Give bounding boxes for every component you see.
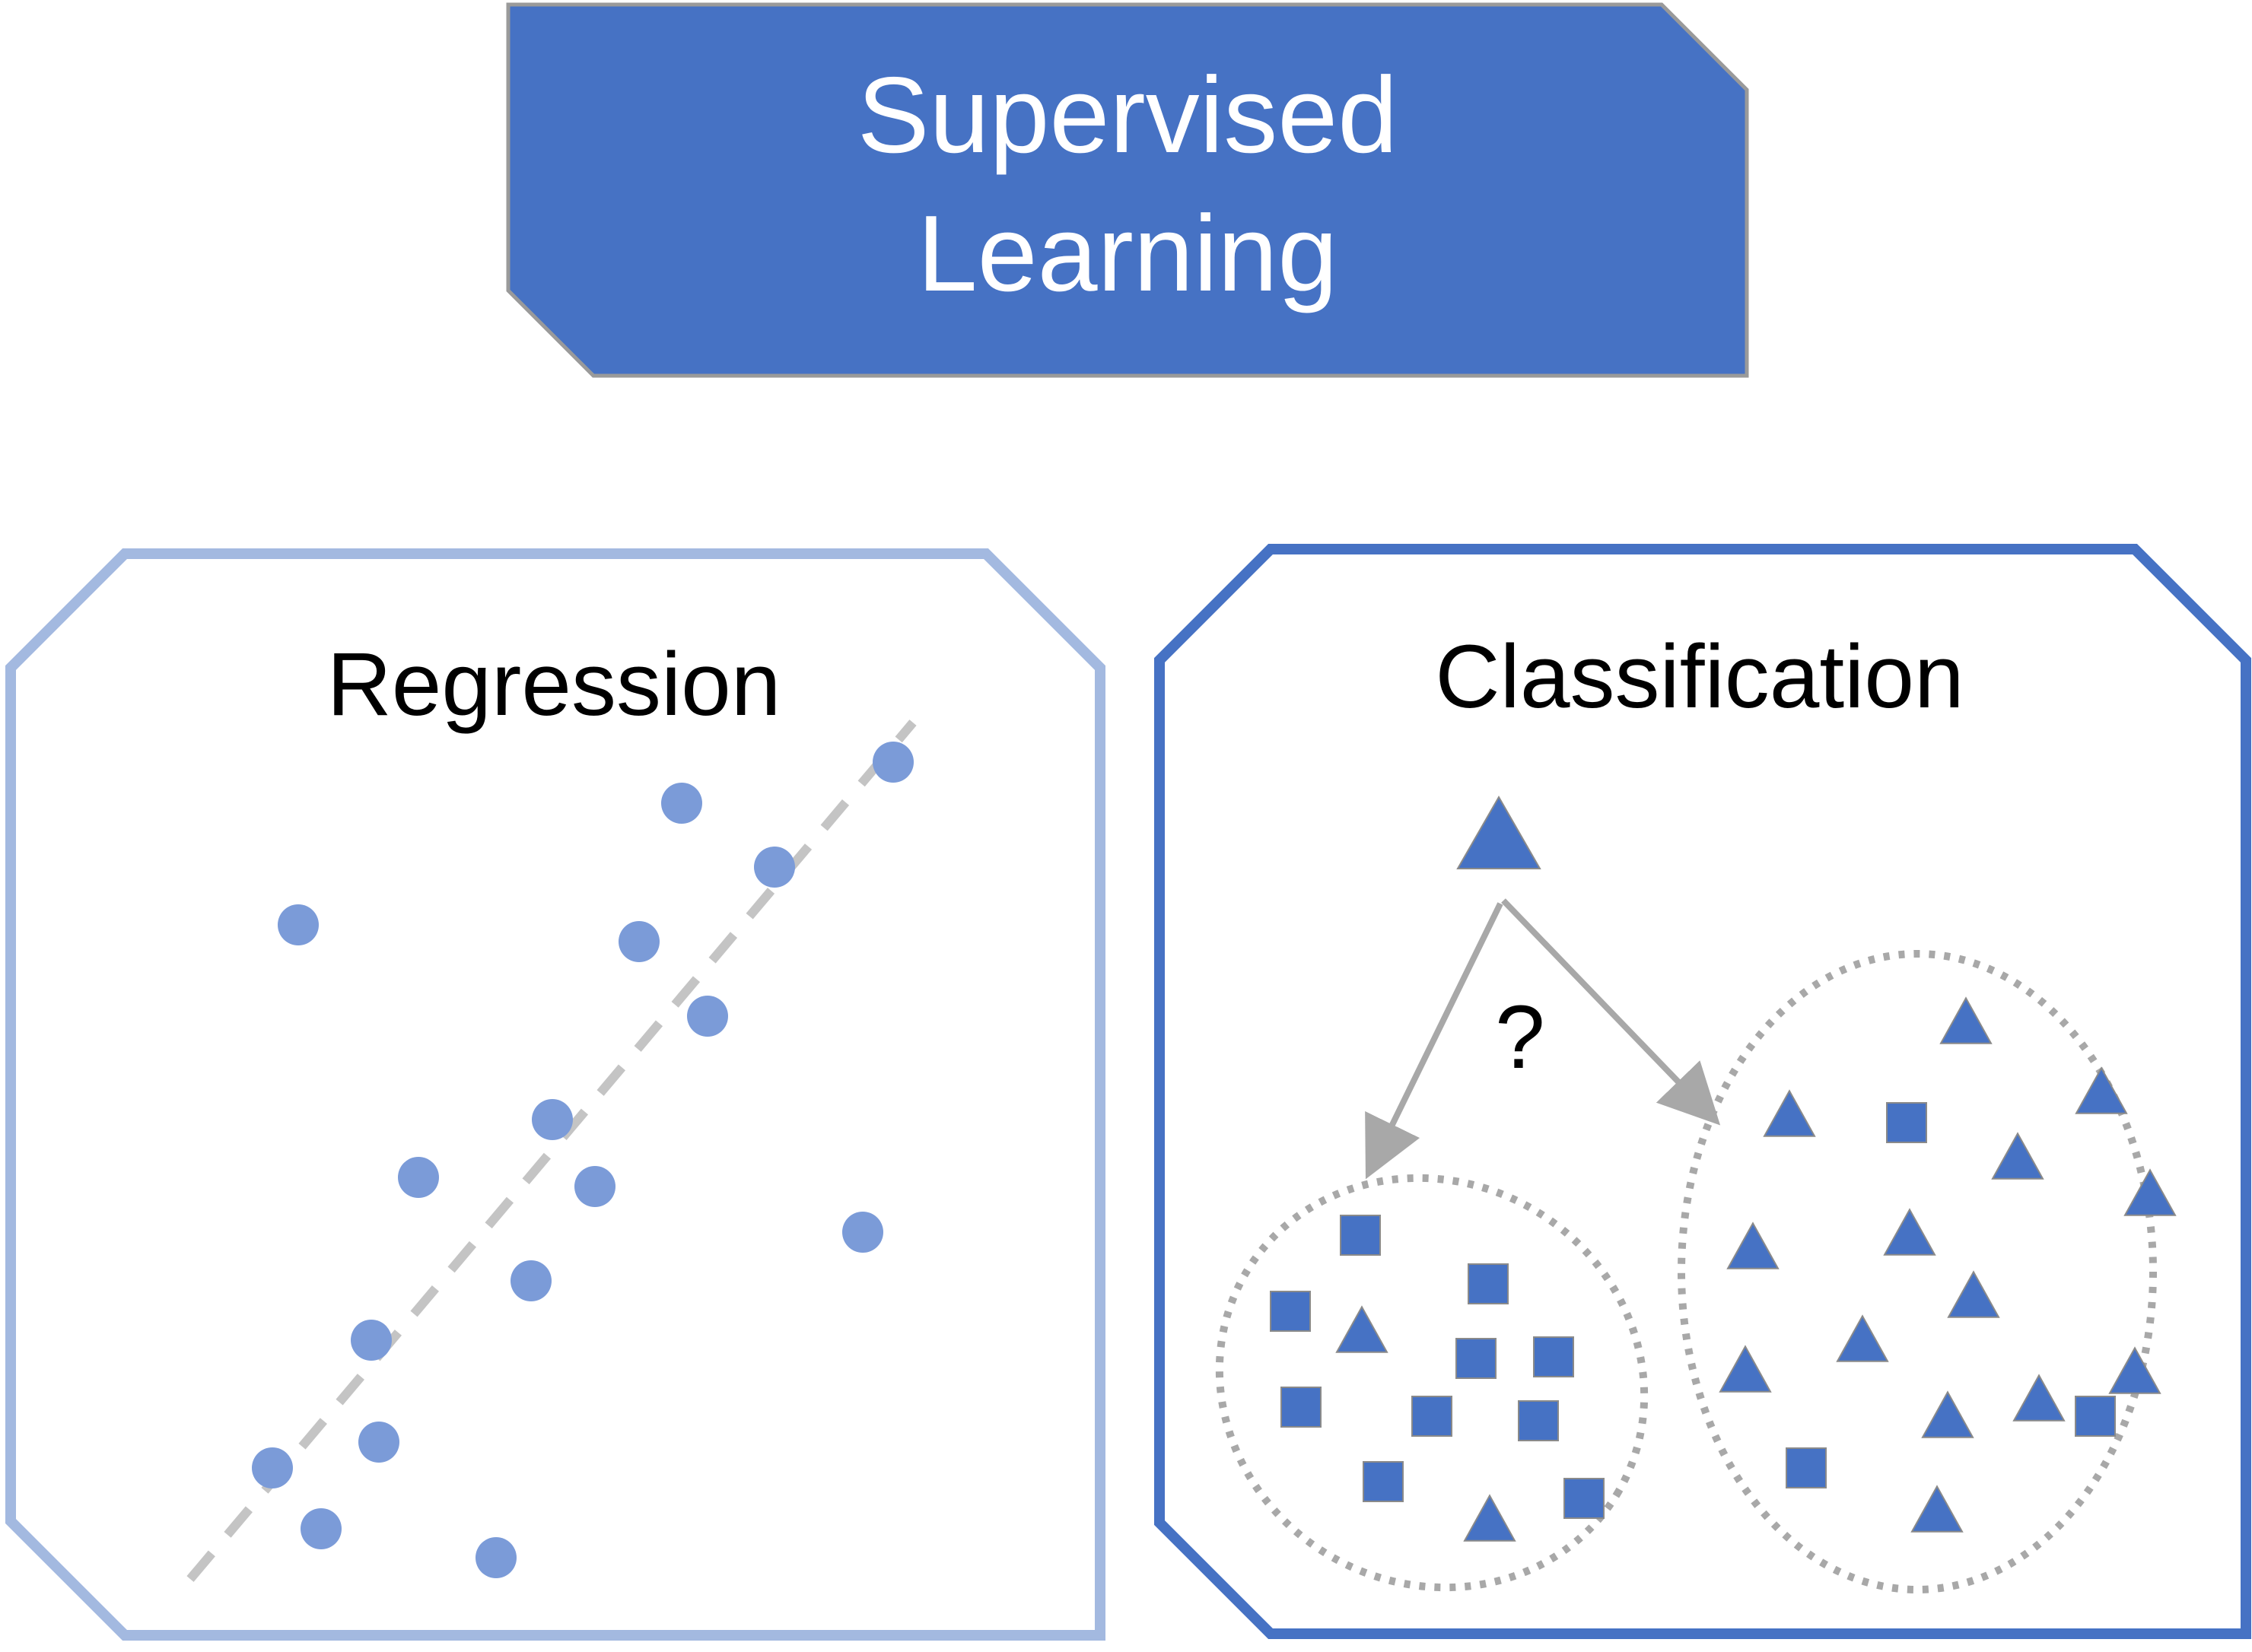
regression-point-icon bbox=[476, 1537, 517, 1578]
square-icon bbox=[1411, 1396, 1452, 1437]
classification-panel: Classification ? bbox=[1154, 544, 2251, 1639]
regression-point-icon bbox=[574, 1166, 615, 1207]
triangle-icon bbox=[2123, 1168, 2177, 1216]
square-icon bbox=[1340, 1215, 1381, 1256]
square-icon bbox=[1363, 1461, 1404, 1502]
triangle-icon bbox=[1947, 1270, 2000, 1318]
title-line-1: Supervised bbox=[857, 55, 1398, 176]
regression-point-icon bbox=[754, 847, 795, 888]
square-cluster-outline bbox=[1215, 1174, 1649, 1592]
square-icon bbox=[1786, 1447, 1827, 1488]
triangle-icon bbox=[1763, 1089, 1816, 1137]
regression-point-icon bbox=[301, 1508, 342, 1549]
triangle-icon bbox=[2108, 1346, 2161, 1394]
regression-point-icon bbox=[687, 996, 728, 1037]
regression-point-icon bbox=[842, 1212, 883, 1253]
triangle-cluster-outline bbox=[1678, 950, 2157, 1593]
square-icon bbox=[1468, 1263, 1509, 1304]
square-cluster-shapes bbox=[1270, 1215, 1605, 1542]
regression-point-icon bbox=[398, 1157, 439, 1198]
regression-point-icon bbox=[619, 921, 660, 962]
unknown-triangle-icon bbox=[1456, 795, 1541, 869]
title-line-2: Learning bbox=[918, 193, 1338, 314]
square-icon bbox=[1455, 1338, 1497, 1379]
arrow-to-triangle-cluster bbox=[1501, 898, 1721, 1126]
square-icon bbox=[1886, 1102, 1927, 1143]
question-mark: ? bbox=[1495, 987, 1545, 1088]
square-icon bbox=[1280, 1387, 1322, 1428]
square-icon bbox=[1518, 1400, 1559, 1441]
triangle-icon bbox=[1991, 1132, 2044, 1180]
arrow-to-square-cluster bbox=[1365, 902, 1503, 1180]
triangle-icon bbox=[1335, 1305, 1388, 1353]
triangle-icon bbox=[1836, 1314, 1889, 1362]
square-icon bbox=[2075, 1396, 2116, 1437]
title-shape bbox=[506, 2, 1749, 378]
square-icon bbox=[1533, 1336, 1574, 1377]
triangle-icon bbox=[2075, 1066, 2128, 1114]
regression-point-icon bbox=[358, 1422, 399, 1463]
triangle-icon bbox=[1719, 1345, 1772, 1393]
regression-point-icon bbox=[873, 742, 914, 783]
regression-point-icon bbox=[252, 1447, 293, 1488]
regression-point-icon bbox=[351, 1320, 392, 1361]
regression-point-icon bbox=[511, 1260, 552, 1301]
triangle-icon bbox=[1726, 1222, 1780, 1269]
square-icon bbox=[1563, 1478, 1605, 1519]
triangle-icon bbox=[1910, 1485, 1964, 1533]
regression-point-icon bbox=[278, 904, 319, 945]
triangle-icon bbox=[1939, 996, 1993, 1044]
regression-point-icon bbox=[661, 783, 702, 824]
triangle-icon bbox=[1463, 1494, 1516, 1542]
classification-label: Classification bbox=[1435, 627, 1964, 727]
regression-point-icon bbox=[532, 1099, 573, 1140]
regression-label: Regression bbox=[327, 634, 781, 735]
triangle-icon bbox=[1883, 1208, 1936, 1256]
regression-points bbox=[252, 742, 914, 1578]
square-icon bbox=[1270, 1291, 1311, 1332]
triangle-icon bbox=[1921, 1390, 1974, 1438]
title-block: Supervised Learning bbox=[506, 2, 1749, 378]
triangle-icon bbox=[2012, 1374, 2066, 1422]
regression-panel: Regression bbox=[5, 548, 1105, 1641]
triangle-cluster-shapes bbox=[1719, 996, 2177, 1533]
